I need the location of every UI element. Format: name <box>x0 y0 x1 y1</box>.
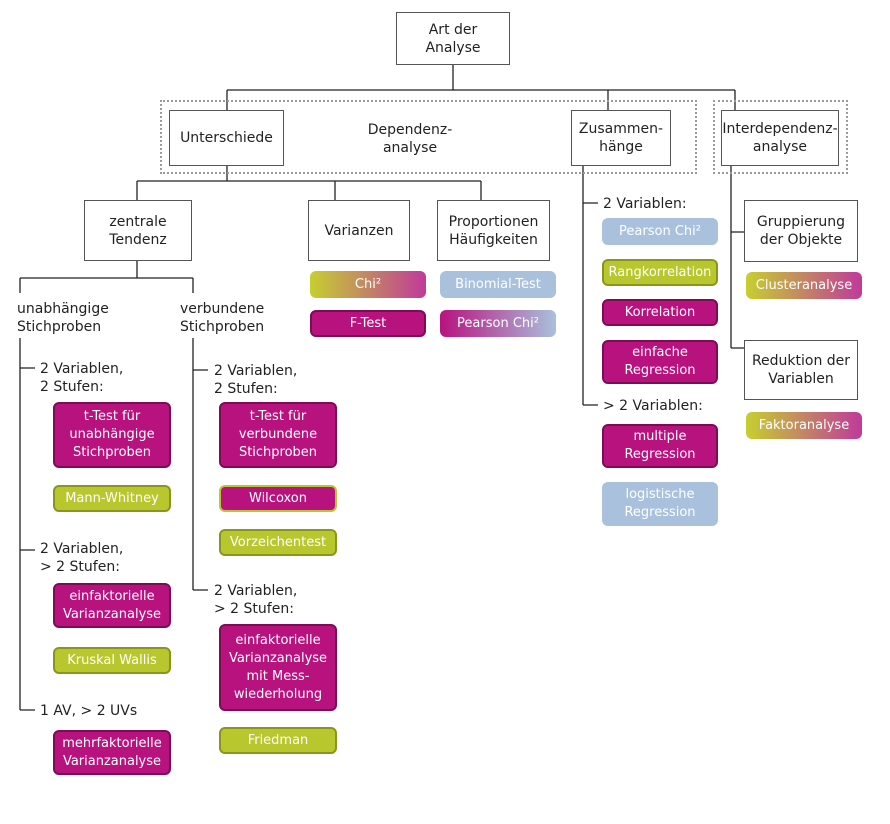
rangkorrelation-pill: Rangkorrelation <box>602 259 718 286</box>
einfaktorielle-messwiederholung-pill: einfaktorielle Varianzanalyse mit Mess- … <box>219 624 337 711</box>
verbundene-stichproben-label: verbundene Stichproben <box>180 301 265 335</box>
mehrfaktorielle-varianzanalyse-pill: mehrfaktorielle Varianzanalyse <box>53 730 171 775</box>
proportionen-node: Proportionen Häufigkeiten <box>437 200 550 261</box>
unterschiede-node: Unterschiede <box>169 110 284 166</box>
clusteranalyse-pill: Clusteranalyse <box>746 272 862 299</box>
varianzen-node: Varianzen <box>308 200 410 261</box>
reduktion-node: Reduktion der Variablen <box>744 340 858 400</box>
pearson-chi2-proportion-pill: Pearson Chi² <box>440 310 556 337</box>
unab-2var-mehrstufen-label: 2 Variablen, > 2 Stufen: <box>40 541 124 575</box>
gruppierung-node: Gruppierung der Objekte <box>744 200 858 262</box>
zus-mehr-variablen-label: > 2 Variablen: <box>603 398 703 414</box>
binomial-test-pill: Binomial-Test <box>440 271 556 298</box>
dependenz-label: Dependenz- analyse <box>367 122 453 156</box>
chi2-test-pill: Chi² <box>310 271 426 298</box>
f-test-pill: F-Test <box>310 310 426 337</box>
interdependenz-node: Interdependenz- analyse <box>721 110 839 166</box>
kruskal-wallis-pill: Kruskal Wallis <box>53 647 171 674</box>
verb-2var-2stufen-label: 2 Variablen, 2 Stufen: <box>214 363 298 397</box>
einfache-regression-pill: einfache Regression <box>602 340 718 384</box>
multiple-regression-pill: multiple Regression <box>602 424 718 468</box>
zusammenhaenge-node: Zusammen- hänge <box>571 110 671 166</box>
verb-2var-mehrstufen-label: 2 Variablen, > 2 Stufen: <box>214 583 298 617</box>
zentrale-tendenz-node: zentrale Tendenz <box>84 200 192 261</box>
zus-2variablen-label: 2 Variablen: <box>603 196 687 212</box>
faktoranalyse-pill: Faktoranalyse <box>746 412 862 439</box>
pearson-chi2-zusammenhang-pill: Pearson Chi² <box>602 218 718 245</box>
unab-2var-2stufen-label: 2 Variablen, 2 Stufen: <box>40 361 124 395</box>
interdependenz-group-frame <box>713 100 848 174</box>
t-test-verbunden-pill: t-Test für verbundene Stichproben <box>219 402 337 468</box>
friedman-pill: Friedman <box>219 727 337 754</box>
vorzeichentest-pill: Vorzeichentest <box>219 529 337 556</box>
korrelation-pill: Korrelation <box>602 299 718 326</box>
dependenz-group-frame <box>160 100 697 174</box>
root-node: Art der Analyse <box>396 12 510 65</box>
t-test-unabhaengig-pill: t-Test für unabhängige Stichproben <box>53 402 171 468</box>
wilcoxon-pill: Wilcoxon <box>219 485 337 512</box>
unabhaengige-stichproben-label: unabhängige Stichproben <box>17 301 109 335</box>
logistische-regression-pill: logistische Regression <box>602 482 718 526</box>
einfaktorielle-varianzanalyse-unab-pill: einfaktorielle Varianzanalyse <box>53 583 171 628</box>
mann-whitney-pill: Mann-Whitney <box>53 485 171 512</box>
unab-1av-label: 1 AV, > 2 UVs <box>40 703 138 719</box>
